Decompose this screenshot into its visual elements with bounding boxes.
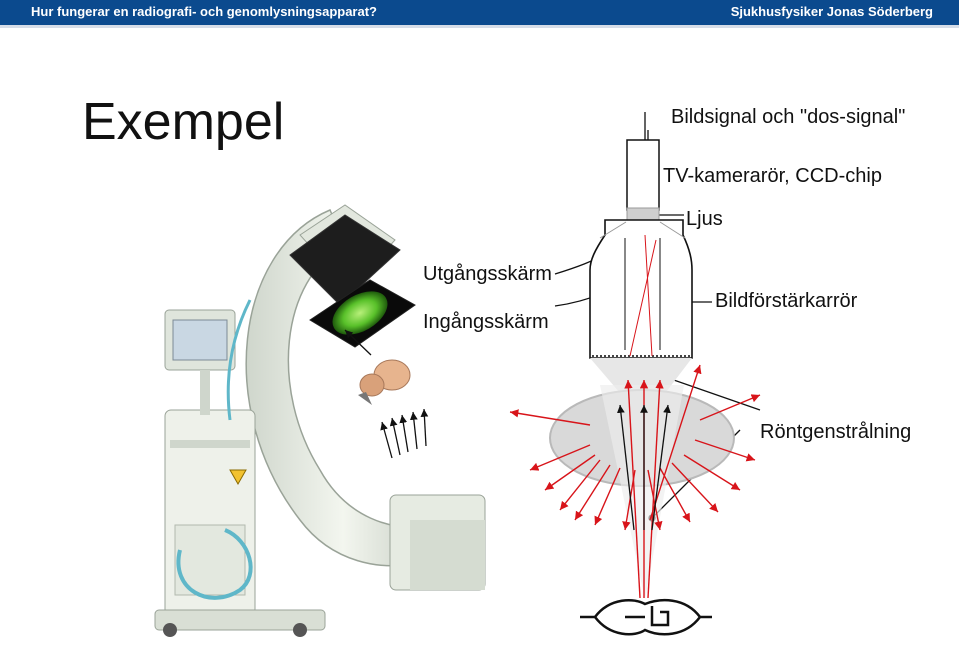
xray-tube — [580, 598, 712, 636]
label-tv-kamera: TV-kamerarör, CCD-chip — [663, 165, 882, 187]
tv-camera-tube — [626, 112, 660, 221]
slide-title: Exempel — [82, 93, 285, 151]
xray-rays — [509, 364, 761, 599]
label-bildforstarkare: Bildförstärkarrör — [715, 290, 858, 312]
header-bar: Hur fungerar en radiografi- och genomlys… — [0, 0, 959, 28]
patient-head — [358, 359, 411, 405]
label-rontgen: Röntgenstrålning — [760, 421, 912, 443]
header-left-text: Hur fungerar en radiografi- och genomlys… — [31, 4, 377, 19]
label-utgangsskarm: Utgångsskärm — [423, 263, 552, 285]
header-right-text: Sjukhusfysiker Jonas Söderberg — [730, 4, 933, 19]
image-intensifier-tube — [589, 219, 693, 400]
output-screen-image — [309, 279, 416, 348]
label-bildsignal: Bildsignal och "dos-signal" — [671, 106, 906, 128]
c-arm-machine — [154, 204, 486, 637]
label-ingangsskarm: Ingångsskärm — [423, 311, 549, 333]
xray-beam-cone — [600, 385, 684, 600]
label-ljus: Ljus — [686, 208, 723, 230]
xray-arrows-left — [344, 329, 429, 459]
beam-arrows — [616, 404, 671, 531]
